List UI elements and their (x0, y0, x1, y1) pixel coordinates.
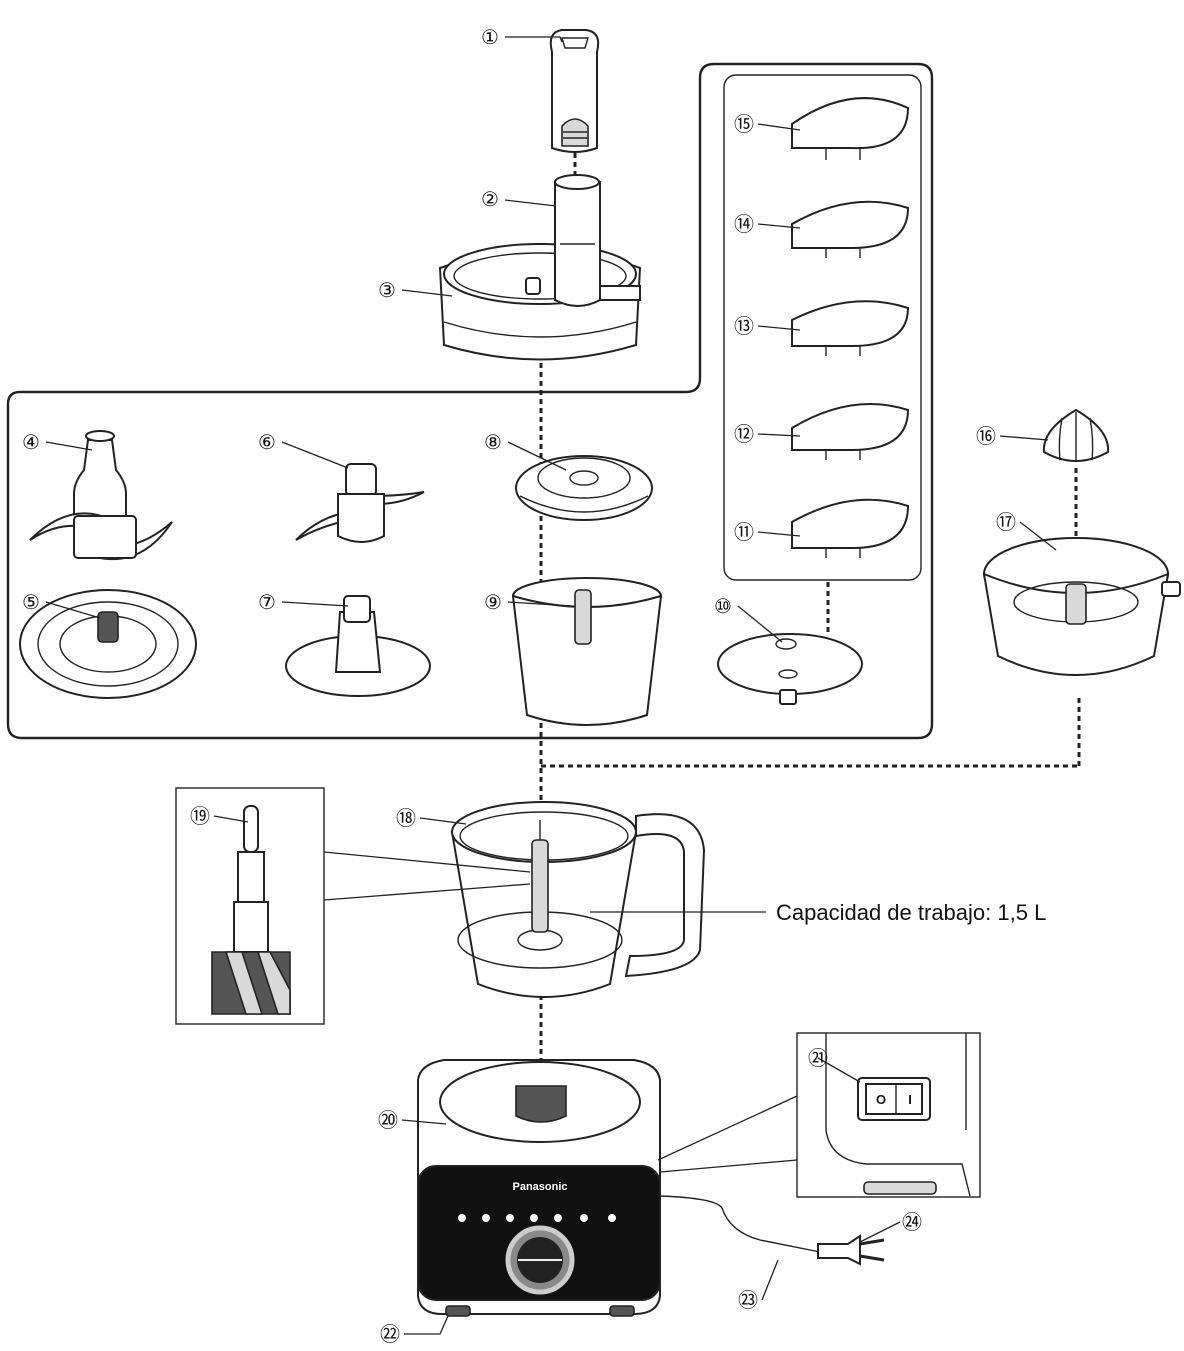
disc-insert-14 (791, 200, 910, 258)
bowl-part (450, 801, 706, 998)
disc-insert-15 (791, 97, 910, 160)
disc-insert-13 (791, 300, 910, 356)
power-switch-on: I (908, 1092, 912, 1107)
power-switch-off: O (876, 1092, 886, 1107)
label-9: ⑨ (484, 590, 502, 614)
label-8: ⑧ (484, 430, 502, 454)
label-3: ③ (378, 278, 396, 302)
label-24: ㉔ (902, 1210, 922, 1234)
label-14: ⑭ (734, 212, 754, 236)
label-11: ⑪ (734, 520, 754, 544)
pusher-part (549, 29, 600, 153)
juicer-cone-part (1042, 408, 1110, 462)
label-1: ① (481, 25, 499, 49)
grating-disc-part (19, 589, 197, 699)
slicing-disc-base-part (717, 633, 863, 705)
leader-lines (45, 36, 1057, 1335)
power-cord-part (659, 1195, 885, 1266)
shaft-callout-lines (323, 851, 531, 901)
switch-detail-frame (796, 1032, 981, 1198)
label-4: ④ (22, 430, 40, 454)
shaft-detail-frame (175, 787, 325, 1025)
label-5: ⑤ (22, 590, 40, 614)
juicer-strainer-part (982, 537, 1181, 676)
disc-insert-11 (791, 498, 910, 558)
label-18: ⑱ (396, 806, 416, 830)
motor-base-part (417, 1059, 661, 1317)
label-12: ⑫ (734, 422, 754, 446)
label-16: ⑯ (976, 424, 996, 448)
label-7: ⑦ (258, 590, 276, 614)
switch-detail (825, 1033, 971, 1197)
label-22: ㉒ (380, 1322, 400, 1346)
label-2: ② (481, 187, 499, 211)
label-21: ㉑ (808, 1046, 828, 1070)
strainer-basket-part (511, 577, 663, 726)
accessories-frame (6, 62, 934, 740)
capacity-caption: Capacidad de trabajo: 1,5 L (776, 900, 1046, 925)
label-17: ⑰ (996, 510, 1016, 534)
label-19: ⑲ (190, 804, 210, 828)
disc-holder-part (285, 595, 431, 697)
chopping-blade-part (29, 430, 173, 561)
drive-shaft-detail (211, 805, 291, 1015)
lid-part (438, 174, 642, 361)
disc-insert-12 (791, 403, 910, 460)
dough-blade-part (295, 463, 425, 543)
disc-inserts-frame (723, 74, 922, 581)
label-13: ⑬ (734, 314, 754, 338)
label-23: ㉓ (738, 1288, 758, 1312)
emulsifying-disc-part (515, 455, 653, 521)
label-10: ⑩ (714, 594, 732, 618)
program-icons (458, 1214, 616, 1222)
label-6: ⑥ (258, 430, 276, 454)
brand-logo: Panasonic (512, 1181, 567, 1193)
label-20: ⑳ (378, 1108, 398, 1132)
switch-callout-lines (657, 1095, 798, 1173)
label-15: ⑮ (734, 112, 754, 136)
